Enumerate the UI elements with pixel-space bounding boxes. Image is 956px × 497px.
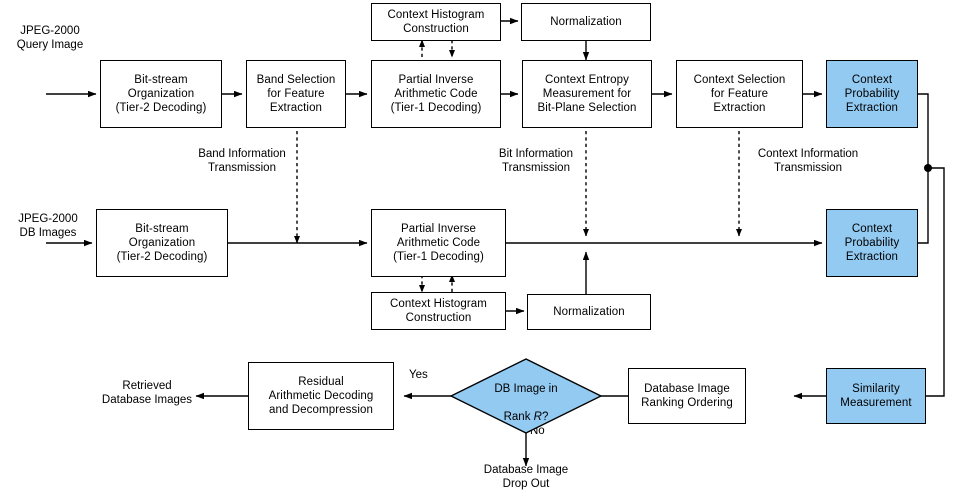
branch-label-yes: Yes — [409, 369, 428, 381]
node-context-probability-extraction-query[interactable]: Context Probability Extraction — [826, 60, 918, 128]
node-label: Context Entropy Measurement for Bit-Plan… — [537, 74, 637, 114]
node-label: Residual Arithmetic Decoding and Decompr… — [268, 376, 374, 416]
node-context-selection-for-feature-extraction[interactable]: Context Selection for Feature Extraction — [676, 60, 803, 128]
decision-label-line2-pre: Rank — [503, 411, 534, 423]
decision-db-image-in-rank[interactable]: DB Image in Rank R? — [449, 358, 603, 434]
node-database-image-ranking-ordering[interactable]: Database Image Ranking Ordering — [628, 368, 746, 424]
transmission-label-band-information: Band Information Transmission — [198, 148, 286, 174]
node-bit-stream-organization-query[interactable]: Bit-stream Organization (Tier-2 Decoding… — [100, 60, 222, 128]
input-label-query-image: JPEG-2000 Query Image — [16, 25, 84, 51]
node-partial-inverse-arithmetic-code-db[interactable]: Partial Inverse Arithmetic Code (Tier-1 … — [371, 209, 506, 277]
node-label: Database Image Ranking Ordering — [641, 383, 733, 409]
node-label: Context Probability Extraction — [844, 223, 900, 263]
node-label: Similarity Measurement — [840, 383, 912, 409]
junction-dot — [924, 164, 932, 172]
node-label: Bit-stream Organization (Tier-2 Decoding… — [116, 223, 208, 263]
node-label: Bit-stream Organization (Tier-2 Decoding… — [115, 74, 207, 114]
node-residual-arithmetic-decoding[interactable]: Residual Arithmetic Decoding and Decompr… — [248, 362, 394, 430]
transmission-label-bit-information: Bit Information Transmission — [498, 148, 574, 174]
input-label-db-images: JPEG-2000 DB Images — [18, 213, 78, 239]
node-label: Context Histogram Construction — [390, 298, 487, 324]
output-label-retrieved-database-images: Retrieved Database Images — [101, 380, 193, 406]
decision-label-line2-post: ? — [541, 411, 549, 423]
node-bit-stream-organization-db[interactable]: Bit-stream Organization (Tier-2 Decoding… — [96, 209, 228, 277]
node-normalization-top[interactable]: Normalization — [521, 3, 651, 41]
node-context-probability-extraction-db[interactable]: Context Probability Extraction — [826, 209, 918, 277]
node-label: Band Selection for Feature Extraction — [256, 74, 336, 114]
node-context-histogram-construction-bottom[interactable]: Context Histogram Construction — [371, 292, 506, 330]
node-label: Partial Inverse Arithmetic Code (Tier-1 … — [390, 74, 482, 114]
node-label: Context Probability Extraction — [844, 74, 900, 114]
output-label-database-image-drop-out: Database Image Drop Out — [483, 464, 569, 490]
node-label: Normalization — [550, 16, 622, 28]
transmission-label-context-information: Context Information Transmission — [757, 148, 859, 174]
node-label: Normalization — [553, 306, 625, 318]
node-label: Partial Inverse Arithmetic Code (Tier-1 … — [393, 223, 484, 263]
node-partial-inverse-arithmetic-code-query[interactable]: Partial Inverse Arithmetic Code (Tier-1 … — [371, 60, 501, 128]
node-label: Context Histogram Construction — [387, 9, 485, 35]
decision-label-rank-variable: R — [533, 411, 542, 423]
node-context-histogram-construction-top[interactable]: Context Histogram Construction — [371, 3, 501, 41]
decision-label: DB Image in Rank R? — [450, 358, 602, 434]
node-band-selection-for-feature-extraction[interactable]: Band Selection for Feature Extraction — [246, 60, 346, 128]
node-similarity-measurement[interactable]: Similarity Measurement — [826, 368, 926, 424]
decision-label-line1: DB Image in — [494, 383, 558, 395]
node-label: Context Selection for Feature Extraction — [693, 74, 786, 114]
node-context-entropy-measurement[interactable]: Context Entropy Measurement for Bit-Plan… — [522, 60, 652, 128]
node-normalization-bottom[interactable]: Normalization — [527, 294, 651, 330]
